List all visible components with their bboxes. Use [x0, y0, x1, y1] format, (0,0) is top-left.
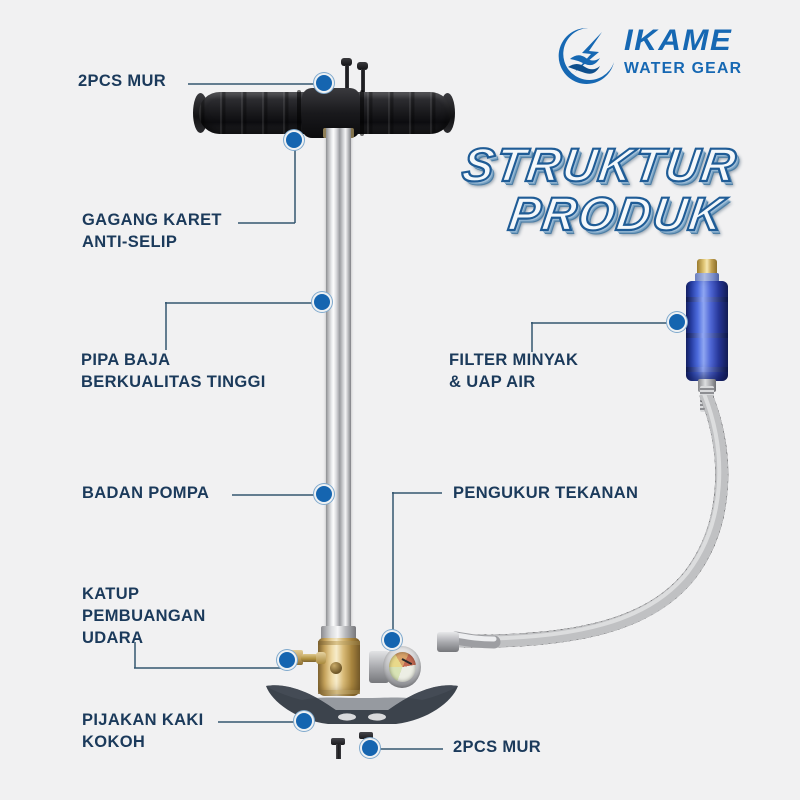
page-title: STRUKTUR PRODUK — [415, 137, 785, 241]
filter-ring-2 — [686, 333, 728, 338]
brand-tagline: WATER GEAR — [624, 60, 743, 77]
dot-pipe — [314, 294, 330, 310]
leader-bleed-h — [134, 667, 286, 669]
filter-ring-1 — [686, 297, 728, 302]
leader-filter-h — [531, 322, 677, 324]
filter-neck — [695, 273, 719, 282]
brand-wordmark: IKAME WATER GEAR — [624, 26, 743, 77]
callout-label-top-bolts: 2PCS MUR — [78, 72, 167, 90]
dot-bottom-bolts — [362, 740, 378, 756]
leader-bleed-v — [134, 642, 136, 668]
dot-bleed — [279, 652, 295, 668]
leader-grip-h — [238, 222, 295, 224]
callout-label-bleed-valve: KATUP PEMBUANGAN UDARA — [82, 585, 206, 647]
pressure-gauge — [369, 646, 421, 690]
dot-foot — [296, 713, 312, 729]
dot-filter — [669, 314, 685, 330]
filter-brass-cap — [697, 259, 717, 276]
leader-bottom-bolts — [380, 748, 443, 750]
callout-label-oil-filter: FILTER MINYAK & UAP AIR — [449, 351, 579, 391]
handle-hub-ring-left — [297, 90, 301, 136]
lightning-wave-emblem-icon — [558, 26, 618, 86]
leader-gauge-v — [392, 492, 394, 640]
callout-label-foot-plate: PIJAKAN KAKI KOKOH — [82, 711, 204, 751]
callout-label-pump-body: BADAN POMPA — [82, 484, 210, 502]
leader-top-bolts — [188, 83, 316, 85]
filter-body — [686, 281, 728, 381]
brand-logo: IKAME WATER GEAR — [558, 22, 773, 90]
filter-ring-3 — [686, 367, 728, 372]
title-line-1: STRUKTUR — [458, 137, 742, 192]
dot-body — [316, 486, 332, 502]
leader-body — [232, 494, 320, 496]
braided-steel-hose — [430, 395, 740, 665]
leader-filter-v — [531, 322, 533, 352]
dot-grip — [286, 132, 302, 148]
base-band-bottom — [318, 690, 360, 694]
dot-top-bolts — [316, 75, 332, 91]
callout-label-pressure-gauge: PENGUKUR TEKANAN — [453, 484, 639, 502]
chrome-steel-shaft — [326, 128, 351, 636]
leader-pipe-h — [165, 302, 322, 304]
shaft-bottom-collar — [321, 626, 356, 640]
callout-label-bottom-bolts: 2PCS MUR — [453, 738, 542, 756]
callout-label-rubber-grip: GAGANG KARET ANTI-SELIP — [82, 211, 222, 251]
leader-gauge-h — [392, 492, 442, 494]
base-band-top — [318, 641, 360, 645]
leader-pipe-v — [165, 302, 167, 350]
callout-label-steel-pipe: PIPA BAJA BERKUALITAS TINGGI — [81, 351, 266, 391]
steel-foot-plate — [262, 680, 462, 735]
brand-name: IKAME — [624, 24, 733, 57]
hose-hex-fitting — [437, 632, 459, 652]
blue-oil-water-filter — [686, 259, 728, 392]
title-line-2: PRODUK — [504, 186, 729, 241]
leader-foot — [218, 721, 302, 723]
base-port — [330, 662, 342, 674]
leader-grip-v — [294, 143, 296, 223]
handle-hub-ring-right — [360, 90, 364, 136]
dot-gauge — [384, 632, 400, 648]
